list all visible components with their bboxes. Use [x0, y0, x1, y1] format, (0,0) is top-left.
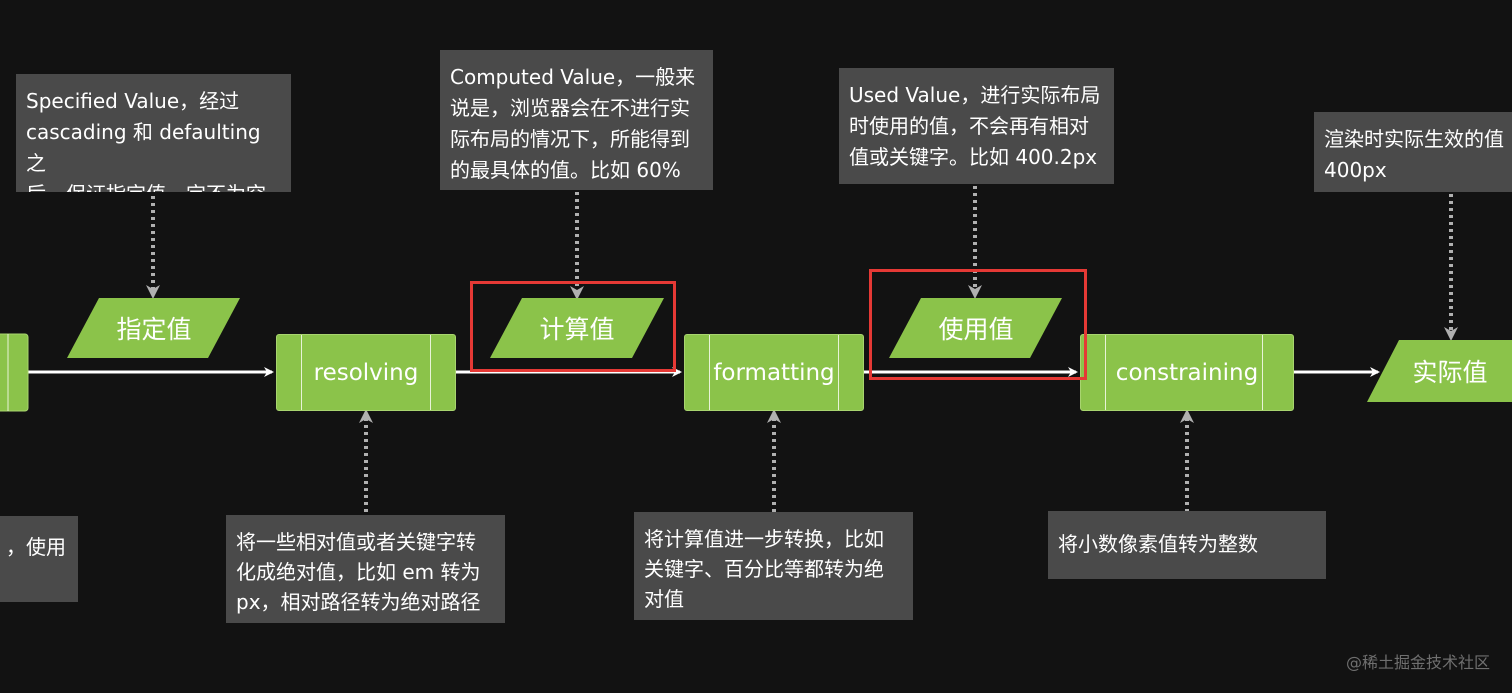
process-node-label: resolving — [313, 359, 419, 386]
note-used-line: 值或关键字。比如 400.2px — [849, 145, 1098, 169]
note-actual-value: 渲染时实际生效的值 400px — [1314, 112, 1512, 192]
value-node-actual-shape — [1367, 340, 1512, 402]
note-computed-line: 的最具体的值。比如 60% — [450, 158, 681, 182]
note-specified-line: Specified Value，经过 — [26, 89, 240, 113]
note-resolving-line: 化成绝对值，比如 em 转为 — [236, 560, 481, 584]
note-resolving-line: px，相对路径转为绝对路径 — [236, 590, 481, 614]
note-computed-value: Computed Value，一般来 说是，浏览器会在不进行实 际布局的情况下，… — [440, 50, 713, 190]
note-specified-line: cascading 和 defaulting 之 — [26, 120, 261, 175]
note-used-line: 时使用的值，不会再有相对 — [849, 114, 1089, 138]
process-node-bar — [1262, 335, 1263, 410]
note-formatting-line: 关键字、百分比等都转为绝 — [644, 557, 884, 581]
value-node-used-shape — [889, 298, 1062, 358]
note-constraining: 将小数像素值转为整数 — [1048, 511, 1326, 579]
note-specified-line: 后，保证指定值一定不为空 — [26, 182, 266, 206]
process-node-formatting: formatting — [684, 334, 864, 411]
process-node-partial-left — [0, 333, 29, 412]
process-node-label: constraining — [1115, 359, 1259, 386]
note-formatting-line: 对值 — [644, 587, 684, 611]
watermark: @稀土掘金技术社区 — [1345, 653, 1490, 672]
process-node-label: formatting — [713, 359, 835, 386]
value-node-specified-shape — [67, 298, 240, 358]
highlight-box-used — [869, 269, 1087, 380]
value-node-computed-shape — [490, 298, 664, 358]
note-actual-line: 400px — [1324, 158, 1387, 182]
note-left-partial: ，使用 — [0, 516, 78, 602]
note-constraining-line: 将小数像素值转为整数 — [1058, 532, 1258, 556]
highlight-box-computed — [470, 281, 676, 372]
process-node-bar — [1105, 335, 1106, 410]
note-left-partial-line: ，使用 — [6, 535, 66, 559]
note-used-line: Used Value，进行实际布局 — [849, 83, 1101, 107]
process-node-bar — [430, 335, 431, 410]
process-node-bar — [709, 335, 710, 410]
process-node-bar — [838, 335, 839, 410]
process-node-bar — [301, 335, 302, 410]
note-specified-value: Specified Value，经过 cascading 和 defaultin… — [16, 74, 291, 192]
process-node-resolving: resolving — [276, 334, 456, 411]
process-node-constraining: constraining — [1080, 334, 1294, 411]
note-actual-line: 渲染时实际生效的值 — [1324, 127, 1504, 151]
note-used-value: Used Value，进行实际布局 时使用的值，不会再有相对 值或关键字。比如 … — [839, 68, 1114, 184]
note-computed-line: 际布局的情况下，所能得到 — [450, 127, 690, 151]
note-resolving-line: 将一些相对值或者关键字转 — [236, 530, 476, 554]
note-computed-line: 说是，浏览器会在不进行实 — [450, 96, 690, 120]
note-formatting: 将计算值进一步转换，比如 关键字、百分比等都转为绝 对值 — [634, 512, 913, 620]
note-resolving: 将一些相对值或者关键字转 化成绝对值，比如 em 转为 px，相对路径转为绝对路… — [226, 515, 505, 623]
note-computed-line: Computed Value，一般来 — [450, 65, 696, 89]
note-formatting-line: 将计算值进一步转换，比如 — [644, 527, 884, 551]
